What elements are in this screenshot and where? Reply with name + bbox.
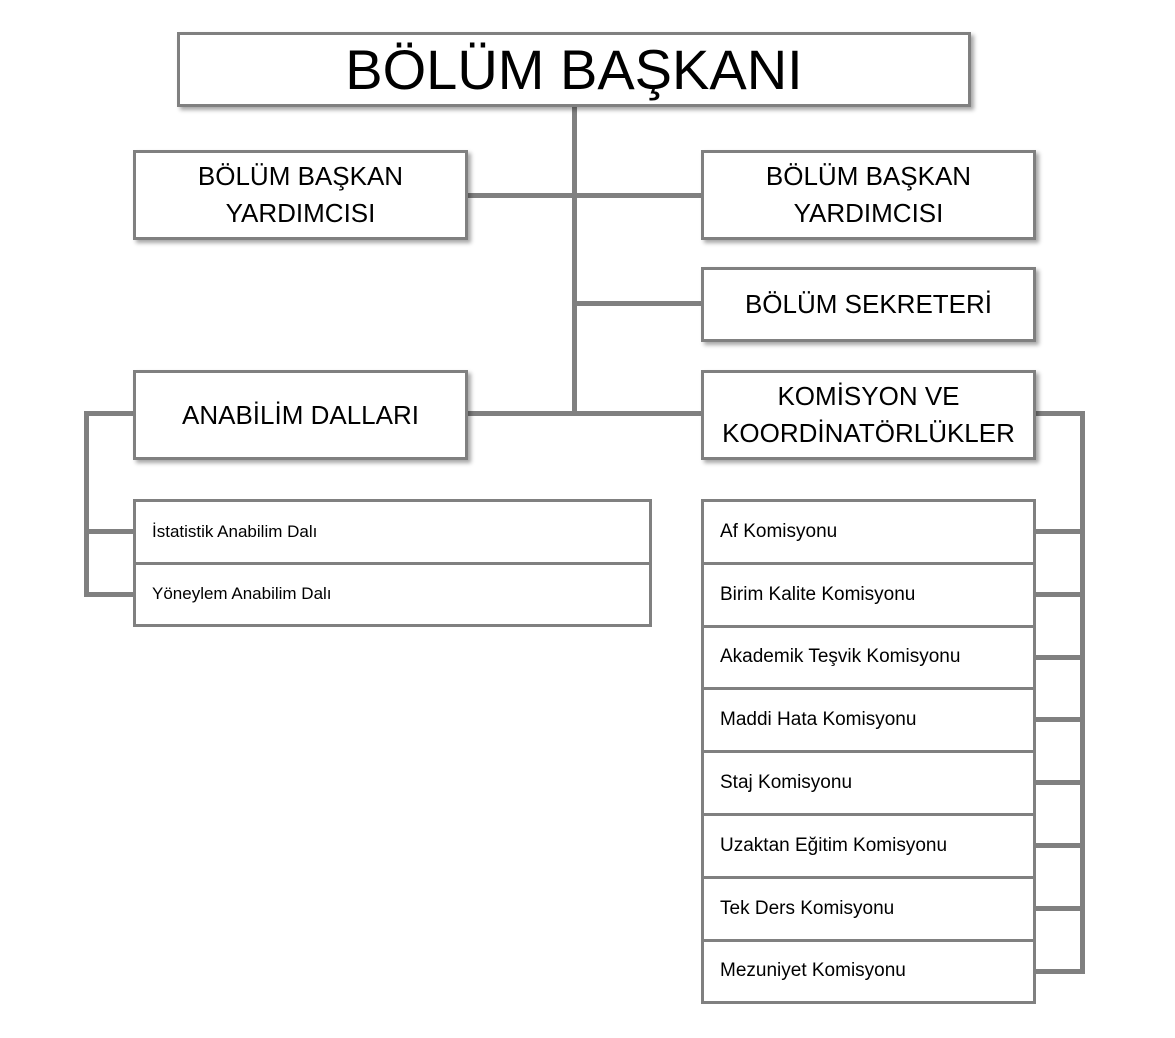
commissions-line1: KOMİSYON VE (777, 381, 960, 411)
left-tick (84, 529, 134, 534)
list-item: Uzaktan Eğitim Komisyonu (704, 816, 1033, 879)
right-tick (1035, 717, 1085, 723)
list-item: Yöneylem Anabilim Dalı (136, 565, 649, 627)
left-bracket-vertical (84, 411, 89, 597)
commissions-line2: KOORDİNATÖRLÜKLER (722, 418, 1015, 448)
list-item: Maddi Hata Komisyonu (704, 690, 1033, 754)
list-item: Mezuniyet Komisyonu (704, 942, 1033, 1005)
vice-left-line1: BÖLÜM BAŞKAN (197, 161, 404, 191)
right-tick (1035, 591, 1085, 597)
secretary-box: BÖLÜM SEKRETERİ (701, 267, 1036, 342)
left-bracket-top (84, 411, 134, 416)
right-bracket-vertical (1080, 411, 1085, 972)
secretary-connector (574, 301, 702, 306)
right-tick (1035, 905, 1085, 911)
right-tick (1035, 843, 1085, 848)
vice-left-box: BÖLÜM BAŞKAN YARDIMCISI (133, 150, 468, 240)
right-tick (1035, 968, 1085, 974)
head-label: BÖLÜM BAŞKANI (345, 38, 803, 101)
trunk-line (572, 106, 577, 416)
right-tick (1035, 780, 1085, 786)
list-item: Af Komisyonu (704, 502, 1033, 565)
secretary-label: BÖLÜM SEKRETERİ (744, 289, 993, 319)
vice-right-line1: BÖLÜM BAŞKAN (765, 161, 972, 191)
vice-right-box: BÖLÜM BAŞKAN YARDIMCISI (701, 150, 1036, 240)
commissions-list: Af Komisyonu Birim Kalite Komisyonu Akad… (701, 499, 1036, 1005)
departments-connector (467, 411, 702, 416)
list-item: Birim Kalite Komisyonu (704, 565, 1033, 628)
head-box: BÖLÜM BAŞKANI (177, 32, 971, 107)
departments-list: İstatistik Anabilim Dalı Yöneylem Anabil… (133, 499, 652, 627)
departments-box: ANABİLİM DALLARI (133, 370, 468, 460)
list-item: Staj Komisyonu (704, 753, 1033, 816)
vice-right-line2: YARDIMCISI (793, 198, 944, 228)
list-item: İstatistik Anabilim Dalı (136, 502, 649, 565)
vice-connector (467, 193, 702, 198)
list-item: Akademik Teşvik Komisyonu (704, 628, 1033, 691)
right-tick (1035, 529, 1085, 534)
left-tick (84, 592, 134, 597)
commissions-box: KOMİSYON VE KOORDİNATÖRLÜKLER (701, 370, 1036, 460)
right-tick (1035, 654, 1085, 660)
vice-left-line2: YARDIMCISI (225, 198, 376, 228)
list-item: Tek Ders Komisyonu (704, 879, 1033, 942)
departments-label: ANABİLİM DALLARI (182, 399, 419, 430)
right-bracket-top (1035, 411, 1085, 416)
